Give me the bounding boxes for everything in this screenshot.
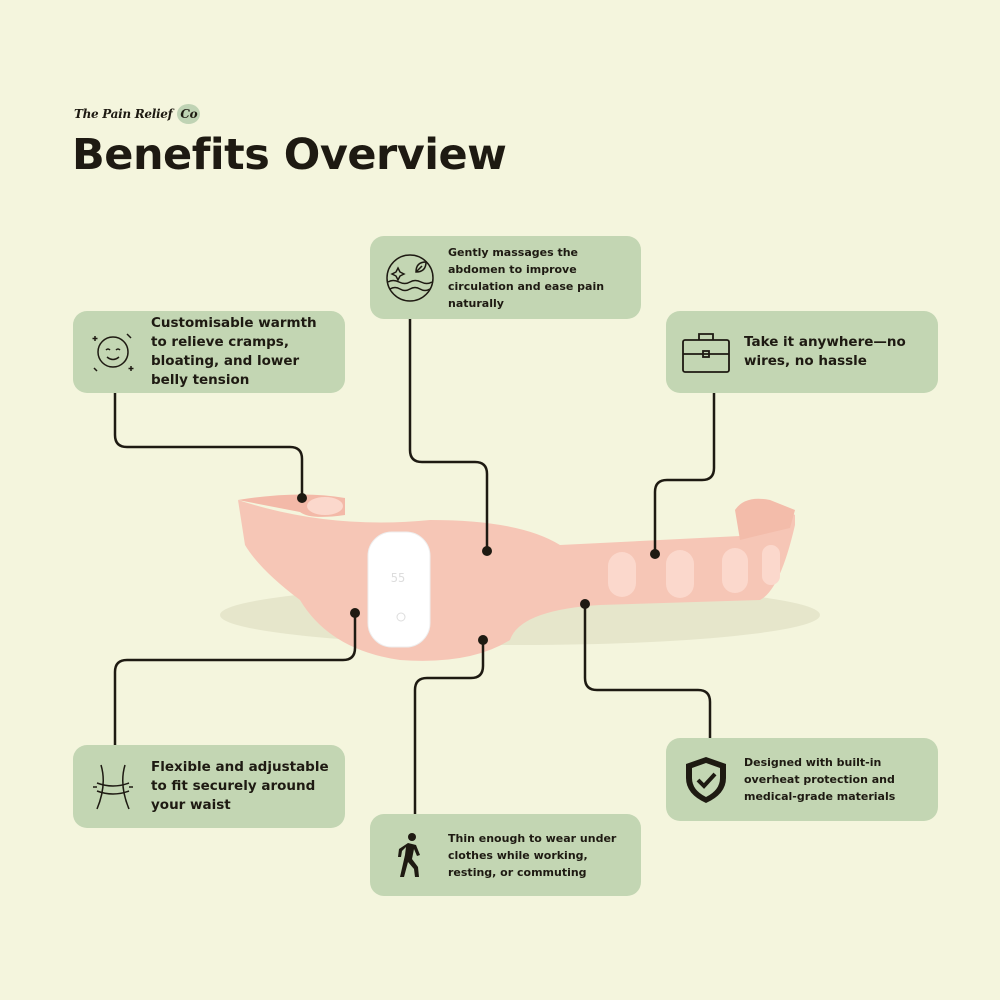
page-title: Benefits Overview xyxy=(72,130,507,180)
benefit-warmth: Customisable warmth to relieve cramps, b… xyxy=(73,311,345,393)
benefit-portable: Take it anywhere—no wires, no hassle xyxy=(666,311,938,393)
benefit-text: Take it anywhere—no wires, no hassle xyxy=(744,334,906,369)
brand-suffix: Co xyxy=(177,104,201,124)
benefit-text: Gently massages the abdomen to improve c… xyxy=(448,245,605,310)
benefit-adjustable: Flexible and adjustable to fit securely … xyxy=(73,745,345,828)
benefit-safety: Designed with built-in overheat protecti… xyxy=(666,738,938,821)
smiley-warmth-icon xyxy=(92,333,134,372)
waist-measure-icon xyxy=(93,764,133,809)
massage-leaf-icon xyxy=(386,253,434,302)
briefcase-icon xyxy=(682,333,730,373)
device-display: 55 xyxy=(391,571,405,585)
shield-check-icon xyxy=(686,756,726,803)
brand-logo: The Pain Relief Co xyxy=(74,104,201,124)
benefit-text: Thin enough to wear under clothes while … xyxy=(448,831,617,879)
benefit-text: Flexible and adjustable to fit securely … xyxy=(151,759,329,813)
benefit-text: Customisable warmth to relieve cramps, b… xyxy=(151,315,317,388)
connector-lines xyxy=(113,319,716,814)
brand-name: The Pain Relief xyxy=(74,107,173,121)
benefit-thin: Thin enough to wear under clothes while … xyxy=(370,814,641,896)
device-controller: 55 xyxy=(367,531,431,648)
walking-person-icon xyxy=(398,833,420,877)
benefit-text: Designed with built-in overheat protecti… xyxy=(744,756,896,803)
benefit-massage: Gently massages the abdomen to improve c… xyxy=(370,236,641,319)
connector-dots xyxy=(297,493,660,645)
